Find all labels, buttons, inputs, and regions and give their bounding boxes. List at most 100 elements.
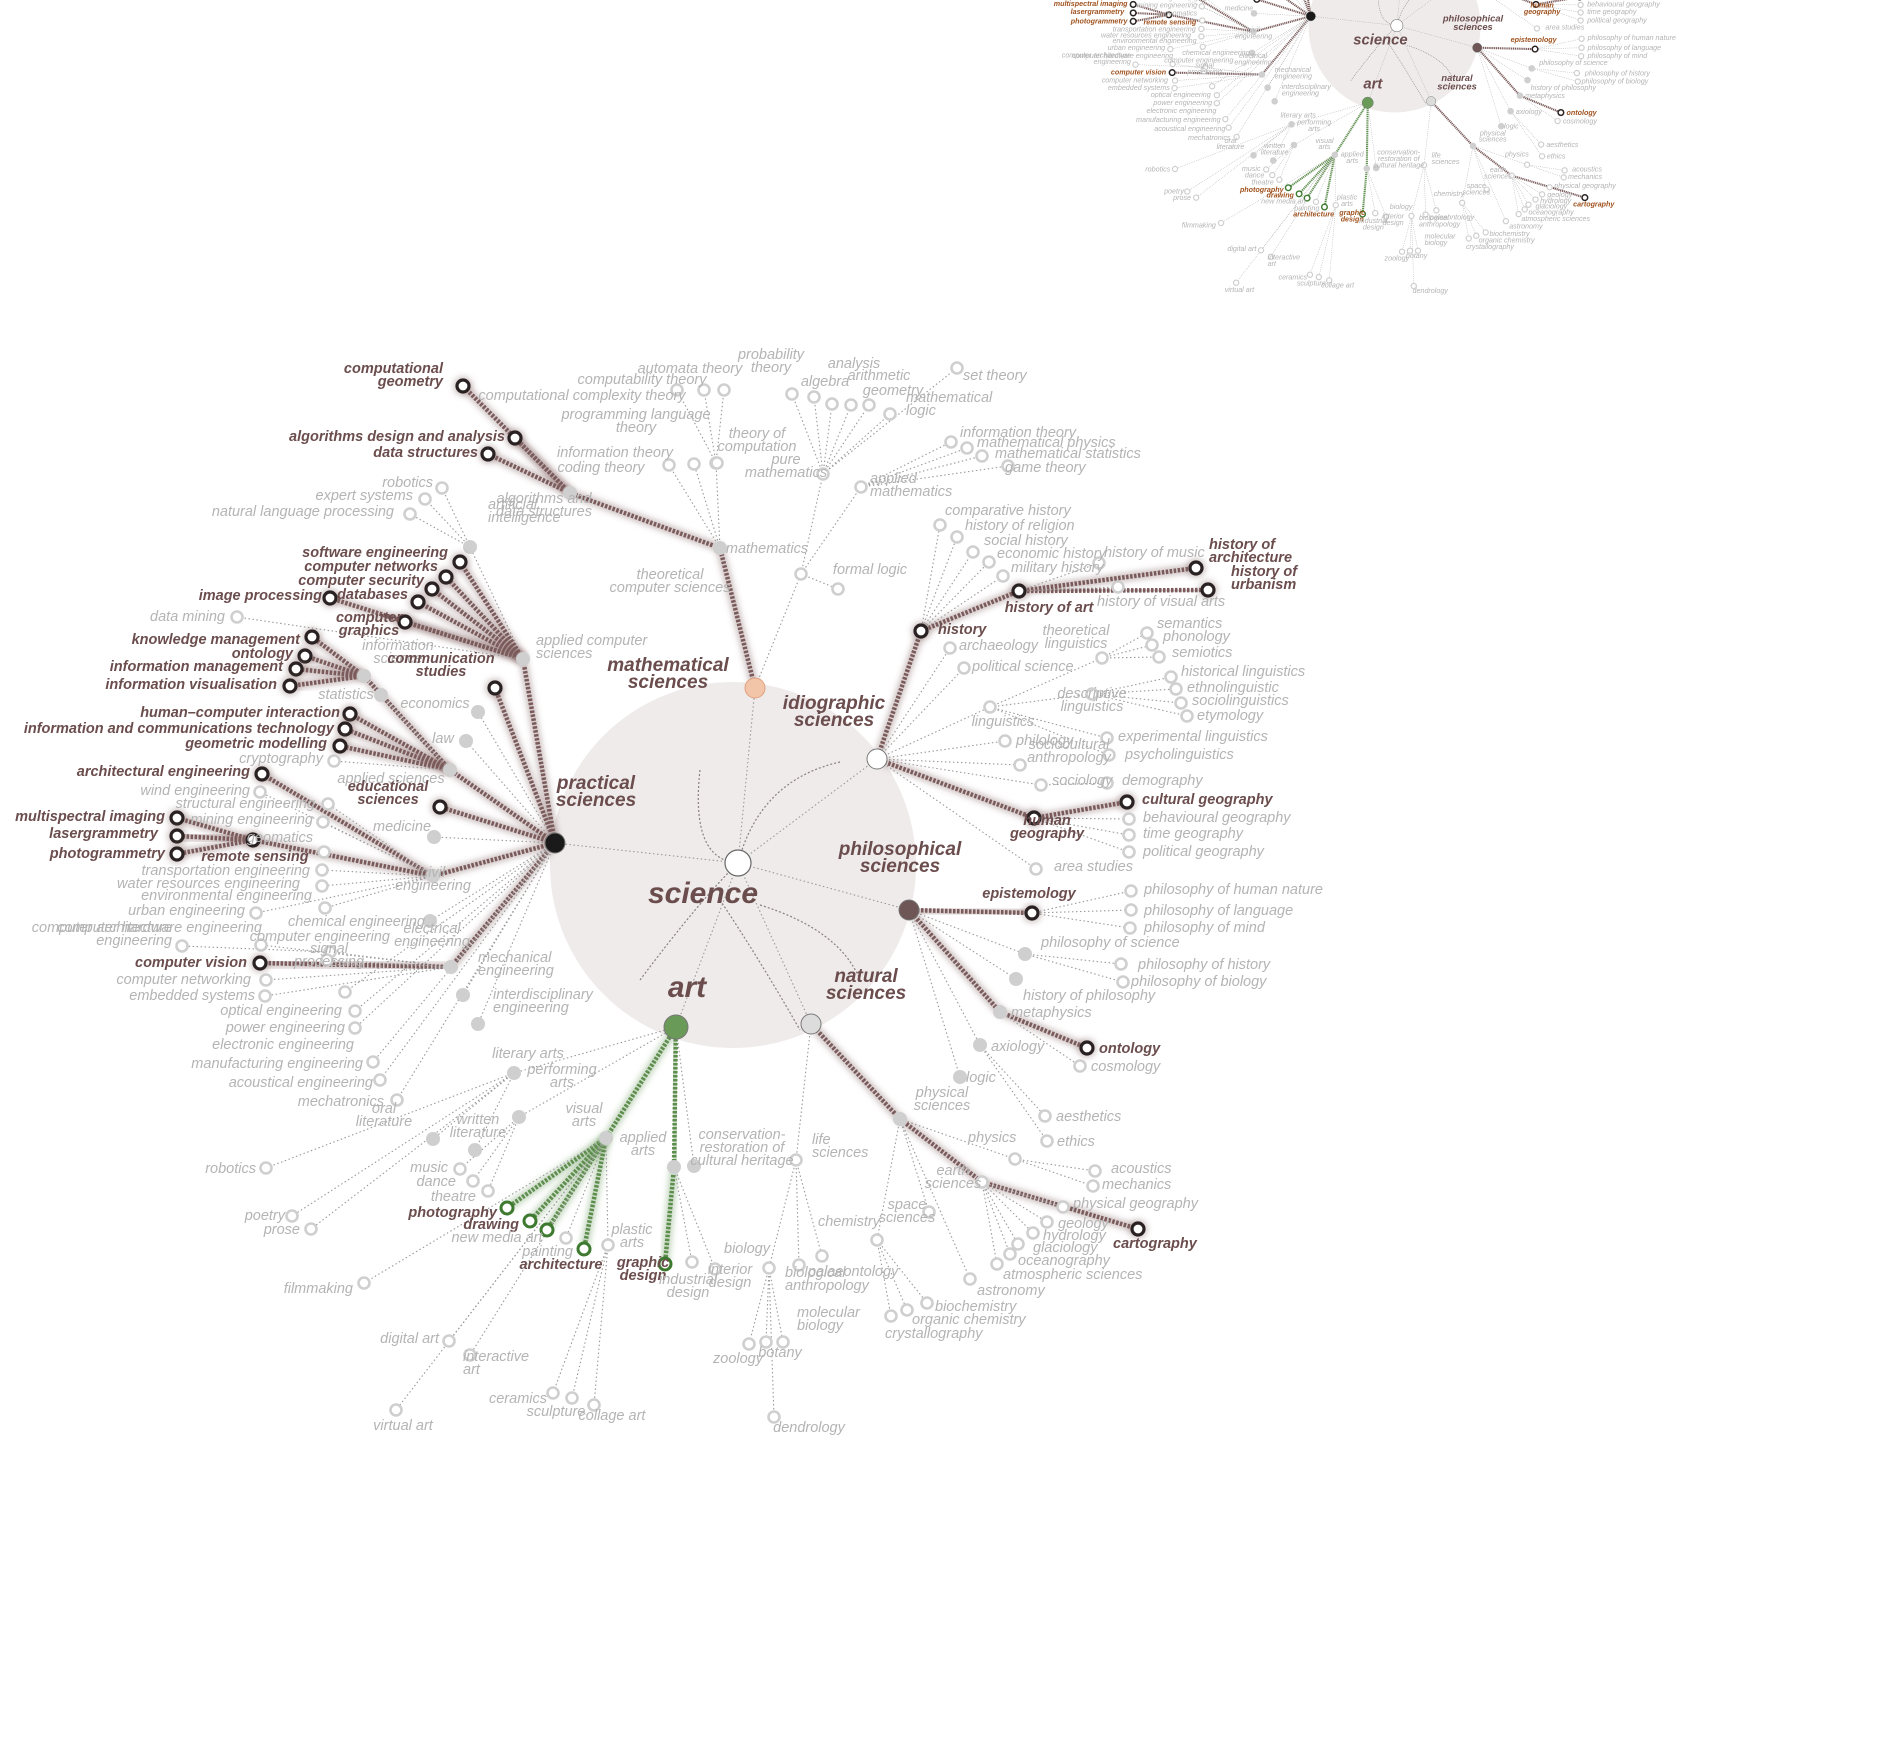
mechanics-node[interactable] (1086, 1179, 1100, 1193)
political-geography-node[interactable] (1122, 845, 1136, 859)
cosmology-node[interactable] (1554, 117, 1561, 125)
sculpture-node[interactable] (565, 1391, 579, 1405)
graphic-design-node[interactable] (657, 1256, 673, 1272)
medicine-node[interactable] (427, 830, 441, 844)
mechanical-engineering-node[interactable] (1264, 84, 1271, 91)
hydrology-node[interactable] (1026, 1226, 1040, 1240)
computer-vision-node[interactable] (1168, 69, 1176, 77)
set-theory-node[interactable] (950, 361, 964, 375)
acoustics-node[interactable] (1561, 167, 1568, 174)
aesthetics-node[interactable] (1038, 1109, 1052, 1123)
philosophy-of-human-nature-node[interactable] (1124, 884, 1138, 898)
historical-linguistics-node[interactable] (1164, 670, 1178, 684)
plastic-arts-node[interactable] (1332, 201, 1339, 209)
optical-engineering-node[interactable] (338, 985, 352, 999)
performing-arts-node[interactable] (1290, 141, 1298, 149)
philology-node[interactable] (998, 734, 1012, 748)
filmmaking-node[interactable] (357, 1276, 371, 1290)
new-media-art-node[interactable] (1303, 194, 1311, 202)
visual-arts-node[interactable] (599, 1131, 613, 1145)
chemical-engineering-node[interactable] (423, 914, 437, 928)
computer-networking-node[interactable] (1171, 77, 1179, 84)
astronomy-node[interactable] (1502, 217, 1510, 225)
robotics-2-node[interactable] (1171, 165, 1179, 173)
photogrammetry-node[interactable] (169, 846, 185, 862)
history-of-architecture-node[interactable] (1188, 560, 1204, 576)
biology-node[interactable] (762, 1261, 776, 1275)
time-geography-node[interactable] (1122, 828, 1136, 842)
lasergrammetry-node[interactable] (1129, 9, 1137, 17)
prose-node[interactable] (304, 1222, 318, 1236)
mechanical-engineering-node[interactable] (456, 988, 470, 1002)
cartography-node[interactable] (1581, 194, 1589, 202)
natural-language-processing-node[interactable] (403, 507, 417, 521)
information-theory-2-node[interactable] (944, 435, 958, 449)
virtual-art-node[interactable] (1232, 279, 1240, 286)
computer-graphics-node[interactable] (397, 614, 413, 630)
epistemology-node[interactable] (1024, 905, 1040, 921)
dance-node[interactable] (466, 1174, 480, 1188)
physics-node[interactable] (1008, 1152, 1022, 1166)
poetry-node[interactable] (285, 1209, 299, 1223)
ethics-node[interactable] (1040, 1134, 1054, 1148)
prose-node[interactable] (1192, 194, 1200, 201)
remote-sensing-node[interactable] (245, 832, 261, 848)
human-geography-node[interactable] (1532, 0, 1540, 9)
literary-arts-node[interactable] (1288, 121, 1295, 128)
water-resources-engineering-node[interactable] (1198, 33, 1205, 40)
electrical-engineering-node[interactable] (1258, 71, 1266, 78)
computer-architecture-engineering-node[interactable] (175, 939, 189, 953)
photogrammetry-node[interactable] (1129, 17, 1137, 25)
civil-engineering-node[interactable] (426, 869, 440, 883)
graphic-design-node[interactable] (1359, 210, 1367, 218)
cosmology-node[interactable] (1073, 1059, 1087, 1073)
biochemistry-node[interactable] (920, 1296, 934, 1310)
physical-sciences-node[interactable] (893, 1112, 907, 1126)
political-science-node[interactable] (957, 661, 971, 675)
philosophy-of-language-node[interactable] (1124, 903, 1138, 917)
electronic-engineering-node[interactable] (1213, 99, 1221, 107)
formal-logic-node[interactable] (831, 582, 845, 596)
philosophy-of-history-node[interactable] (1114, 957, 1128, 971)
dendrology-node[interactable] (767, 1410, 781, 1424)
art-node[interactable] (1361, 96, 1374, 109)
philosophy-of-biology-node[interactable] (1574, 78, 1582, 85)
visual-arts-node[interactable] (1331, 151, 1339, 159)
hci-node[interactable] (342, 706, 358, 722)
life-sciences-node[interactable] (1420, 162, 1428, 169)
history-of-philosophy-node[interactable] (1009, 972, 1023, 986)
music-node[interactable] (1263, 166, 1270, 173)
expert-systems-node[interactable] (418, 492, 432, 506)
structural-engineering-node[interactable] (321, 797, 335, 811)
psycholinguistics-node[interactable] (1102, 748, 1116, 762)
aesthetics-node[interactable] (1537, 141, 1545, 148)
sociolinguistics-node[interactable] (1174, 696, 1188, 710)
philosophy-of-human-nature-node[interactable] (1578, 35, 1585, 42)
space-sciences-node[interactable] (922, 1205, 936, 1219)
metaphysics-node[interactable] (993, 1005, 1007, 1019)
glaciology-node[interactable] (1525, 201, 1532, 208)
oceanography-node[interactable] (1521, 206, 1528, 213)
ict-node[interactable] (337, 721, 353, 737)
pure-mathematics-node[interactable] (816, 467, 830, 481)
epistemology-node[interactable] (1531, 45, 1539, 53)
sociology-node[interactable] (1034, 778, 1048, 792)
painting-node[interactable] (1312, 198, 1320, 206)
geomatics-node[interactable] (317, 845, 331, 859)
zoology-node[interactable] (742, 1337, 756, 1351)
environmental-engineering-node[interactable] (318, 901, 332, 915)
mechatronics-node[interactable] (1233, 133, 1240, 141)
photography-node[interactable] (499, 1200, 515, 1216)
geometry-node[interactable] (862, 398, 876, 412)
mining-engineering-node[interactable] (316, 815, 330, 829)
water-resources-engineering-node[interactable] (315, 879, 329, 893)
social-history-node[interactable] (966, 545, 980, 559)
transportation-engineering-node[interactable] (1198, 25, 1205, 33)
industrial-design-node[interactable] (1372, 209, 1379, 217)
chemical-engineering-node[interactable] (1248, 49, 1256, 57)
information-theory-node[interactable] (687, 457, 701, 471)
etymology-node[interactable] (1180, 709, 1194, 723)
architectural-engineering-node[interactable] (254, 766, 270, 782)
electrical-engineering-node[interactable] (444, 960, 458, 974)
software-engineering-node[interactable] (452, 554, 468, 570)
